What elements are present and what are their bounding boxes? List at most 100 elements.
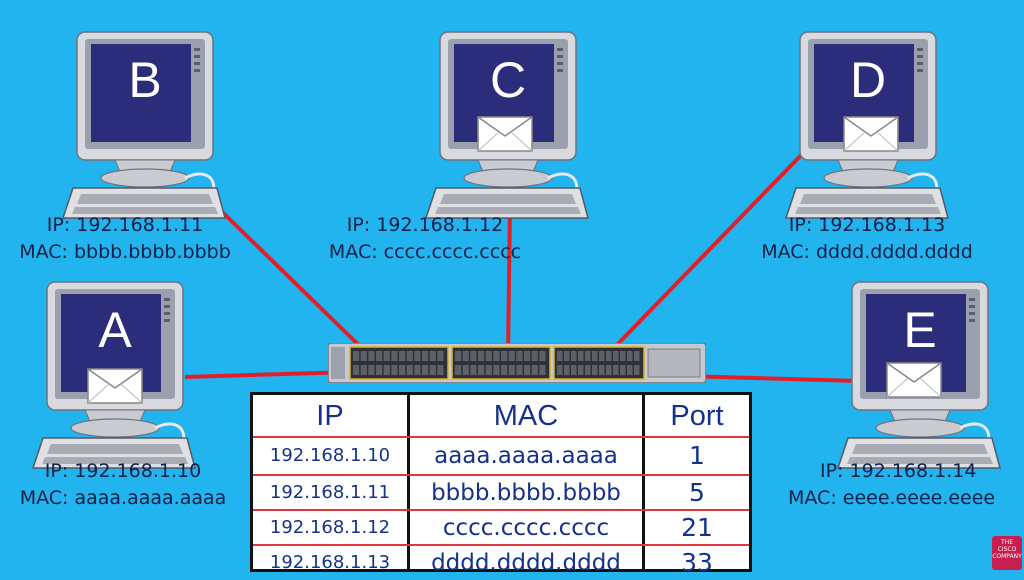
switch-port — [592, 351, 598, 361]
switch-port — [391, 351, 398, 361]
switch-port — [516, 351, 523, 361]
switch-port — [462, 351, 469, 361]
host-e-label: E — [903, 302, 937, 358]
host-c-address: IP: 192.168.1.12 MAC: cccc.cccc.cccc — [280, 212, 570, 266]
switch-port — [564, 351, 570, 361]
switch-port — [422, 365, 429, 375]
switch-port — [557, 365, 563, 375]
table-cell-port: 5 — [689, 478, 705, 507]
table-cell-mac: dddd.dddd.dddd — [431, 550, 621, 576]
switch-port — [531, 351, 538, 361]
switch-port — [606, 365, 612, 375]
table-cell-port: 33 — [681, 548, 713, 577]
link-c-switch — [506, 204, 512, 357]
host-d-ip: IP: 192.168.1.13 — [788, 214, 946, 236]
switch-port — [485, 351, 492, 361]
switch-port — [599, 351, 605, 361]
switch-port — [571, 365, 577, 375]
table-header-mac: MAC — [493, 400, 559, 432]
table-cell-mac: cccc.cccc.cccc — [442, 515, 610, 541]
host-e-mac: MAC: eeee.eeee.eeee — [788, 487, 996, 509]
switch-port — [613, 351, 619, 361]
table-rule — [253, 544, 749, 546]
switch-port — [501, 351, 508, 361]
switch-port — [376, 351, 383, 361]
host-a-label: A — [98, 302, 132, 358]
switch-port — [578, 351, 584, 361]
table-row: 192.168.1.13 dddd.dddd.dddd 33 — [253, 535, 749, 577]
host-d-mac: MAC: dddd.dddd.dddd — [761, 241, 973, 263]
switch-port — [508, 365, 515, 375]
table-cell-ip: 192.168.1.11 — [269, 482, 391, 503]
host-c-mac: MAC: cccc.cccc.cccc — [328, 241, 522, 263]
envelope-icon — [477, 116, 533, 152]
table-row: 192.168.1.12 cccc.cccc.cccc 21 — [253, 511, 749, 545]
switch-port — [531, 365, 538, 375]
table-header-ip: IP — [316, 400, 344, 432]
logo-word: THE — [1001, 539, 1013, 546]
host-e-ip: IP: 192.168.1.14 — [820, 460, 977, 482]
switch-port — [422, 351, 429, 361]
envelope-icon — [843, 116, 899, 152]
host-b-mac: MAC: bbbb.bbbb.bbbb — [19, 241, 231, 263]
host-e-address: IP: 192.168.1.14 MAC: eeee.eeee.eeee — [780, 458, 1024, 512]
switch-port — [368, 351, 375, 361]
table-row: 192.168.1.10 aaaa.aaaa.aaaa 1 — [253, 439, 749, 473]
switch-port — [627, 351, 633, 361]
host-b-address: IP: 192.168.1.11 MAC: bbbb.bbbb.bbbb — [0, 212, 270, 266]
switch-port — [429, 365, 436, 375]
switch-port — [613, 365, 619, 375]
host-b-ip: IP: 192.168.1.11 — [46, 214, 204, 236]
switch-port — [353, 365, 360, 375]
switch-port — [592, 365, 598, 375]
host-b-label: B — [128, 52, 162, 108]
switch-port — [493, 351, 500, 361]
table-row: 192.168.1.11 bbbb.bbbb.bbbb 5 — [253, 476, 749, 510]
switch-port — [383, 365, 390, 375]
switch-port — [414, 365, 421, 375]
switch-port — [437, 365, 444, 375]
envelope-icon — [87, 368, 143, 404]
switch-port — [478, 351, 485, 361]
link-b-switch — [210, 200, 374, 360]
switch-port — [620, 365, 626, 375]
switch-port — [539, 365, 546, 375]
switch-port — [599, 365, 605, 375]
table-rule — [253, 474, 749, 476]
switch-port — [634, 351, 640, 361]
switch-port — [455, 365, 462, 375]
switch-port — [539, 351, 546, 361]
table-rule — [253, 509, 749, 511]
mac-address-table: IP MAC Port 192.168.1.10 aaaa.aaaa.aaaa … — [250, 392, 752, 577]
switch-port — [606, 351, 612, 361]
host-c-label: C — [489, 52, 527, 108]
table-divider — [642, 395, 645, 569]
host-a-mac: MAC: aaaa.aaaa.aaaa — [19, 487, 227, 509]
table-header-port: Port — [670, 400, 724, 432]
table-cell-ip: 192.168.1.13 — [269, 552, 391, 573]
switch-port — [406, 351, 413, 361]
logo-word: CISCO — [997, 546, 1017, 553]
switch-port — [627, 365, 633, 375]
switch-port — [429, 351, 436, 361]
switch-port — [360, 351, 367, 361]
table-cell-mac: bbbb.bbbb.bbbb — [431, 480, 621, 506]
switch-port — [353, 351, 360, 361]
switch-port — [462, 365, 469, 375]
switch-port — [571, 351, 577, 361]
switch-port — [455, 351, 462, 361]
switch-port — [524, 351, 531, 361]
host-a-ip: IP: 192.168.1.10 — [44, 460, 202, 482]
table-rule — [253, 436, 749, 438]
switch-port — [470, 365, 477, 375]
switch-port — [383, 351, 390, 361]
switch-port — [564, 365, 570, 375]
switch-port — [508, 351, 515, 361]
table-divider — [407, 395, 410, 569]
switch-port — [360, 365, 367, 375]
switch-port — [368, 365, 375, 375]
switch-port — [557, 351, 563, 361]
host-c-ip: IP: 192.168.1.12 — [346, 214, 504, 236]
